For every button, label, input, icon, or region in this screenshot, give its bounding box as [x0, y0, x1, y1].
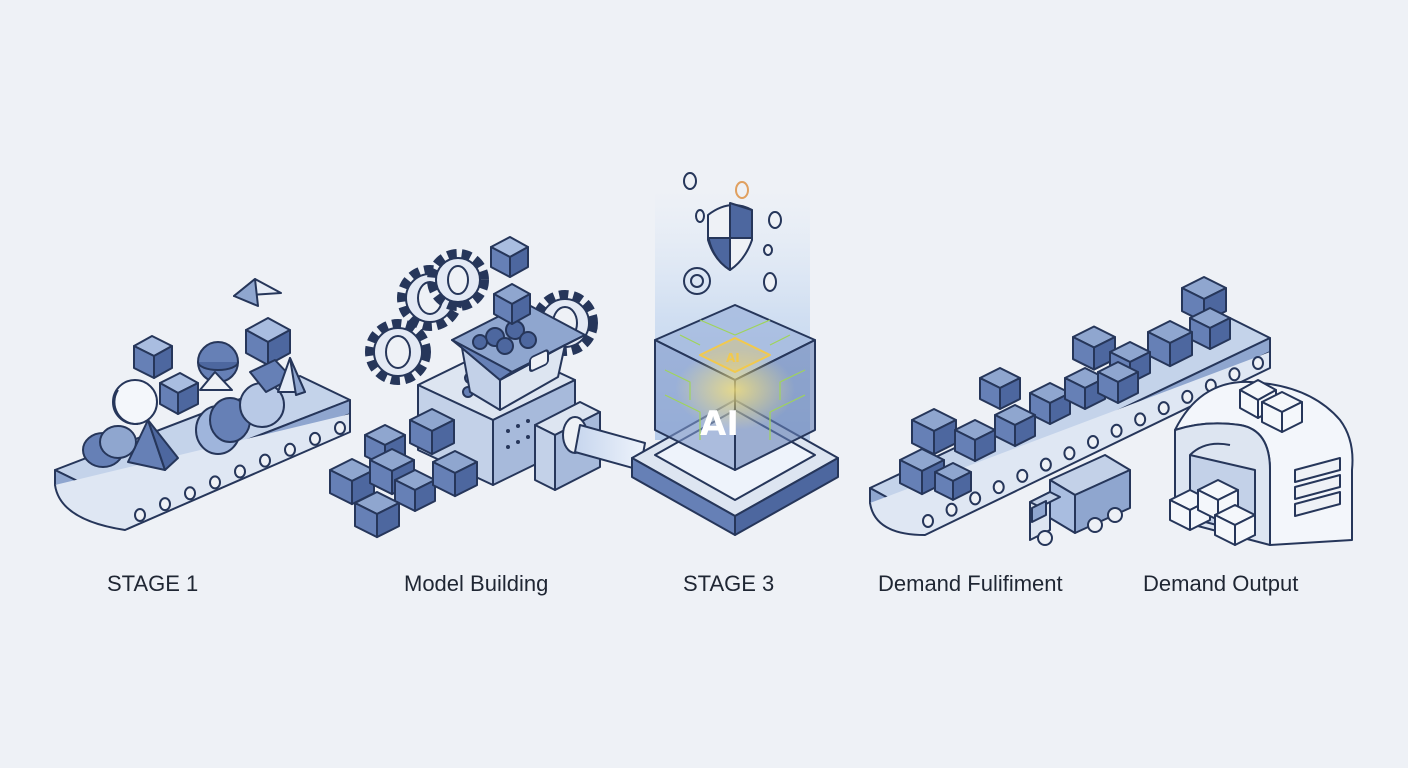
roller: [969, 491, 982, 506]
stage2-label: Model Building: [404, 571, 549, 596]
stage5-label: Demand Output: [1143, 571, 1299, 596]
roller: [159, 497, 171, 512]
roller: [1063, 446, 1076, 461]
roller: [1039, 457, 1052, 472]
roller: [1087, 435, 1099, 449]
truck-icon: [1029, 454, 1131, 546]
roller: [1134, 412, 1147, 427]
roller: [1016, 468, 1029, 483]
cube-right: [454, 461, 478, 498]
roller: [284, 442, 296, 457]
chip-top-text: AI: [726, 351, 740, 365]
roller: [1228, 367, 1241, 382]
roller: [334, 421, 346, 435]
cube-right: [431, 419, 455, 456]
roller: [1252, 356, 1264, 370]
cube-right: [999, 377, 1021, 410]
roller: [184, 486, 196, 501]
cube-right: [1117, 371, 1139, 404]
raw-shapes: [82, 278, 306, 471]
roller: [945, 502, 958, 517]
stage1-label: STAGE 1: [107, 571, 199, 596]
cube-right: [1049, 392, 1071, 425]
roller: [1110, 423, 1123, 438]
roller: [209, 475, 221, 490]
stage3-label: STAGE 3: [683, 571, 775, 596]
chip-main-text: AI: [700, 404, 739, 444]
roller: [309, 431, 321, 446]
stage1-illustration: [54, 278, 351, 531]
cube-right: [1014, 414, 1036, 447]
roller: [1157, 401, 1170, 416]
stage5-illustration: [1169, 379, 1354, 546]
cube-right: [1209, 317, 1231, 350]
cube-right: [952, 471, 972, 501]
cube-right: [974, 429, 996, 462]
roller: [234, 464, 246, 479]
cube-right: [414, 479, 436, 512]
shield-icon: [707, 202, 753, 271]
stage4-label: Demand Fulifiment: [878, 571, 1063, 596]
roller: [1181, 389, 1194, 404]
stage4-illustration: [869, 276, 1271, 546]
orbit-dots: [683, 172, 782, 295]
roller: [134, 508, 146, 522]
roller: [259, 453, 271, 468]
roller: [992, 480, 1005, 495]
stage2-illustration: [329, 236, 646, 539]
cube-right: [1169, 331, 1193, 368]
roller: [922, 514, 934, 528]
stage3-illustration: AI AI: [631, 172, 839, 536]
cube-right: [376, 502, 400, 539]
